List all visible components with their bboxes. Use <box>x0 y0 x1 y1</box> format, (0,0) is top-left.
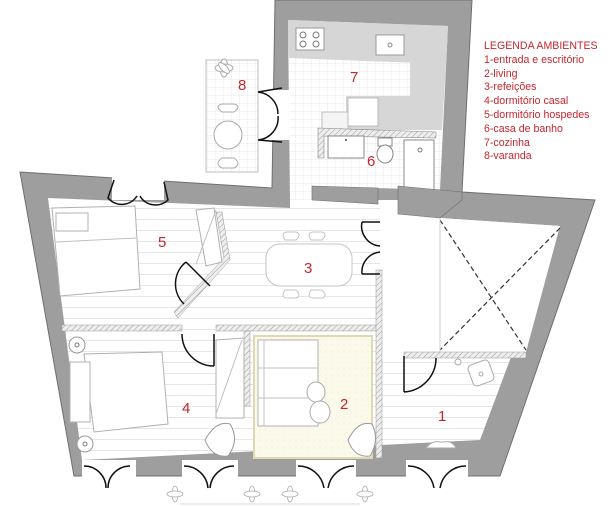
legend: LEGENDA AMBIENTES 1-entrada e escritório… <box>484 40 598 164</box>
legend-item: 7-cozinha <box>484 136 530 149</box>
partitions <box>61 211 527 459</box>
legend-item: 4-dormitório casal <box>484 95 569 108</box>
balcony-table <box>213 103 243 169</box>
inner-wall-chunks <box>311 185 463 219</box>
cushion-icon <box>347 422 376 457</box>
room-number-2: 2 <box>340 396 348 413</box>
room-number-1: 1 <box>438 408 446 425</box>
legend-item: 1-entrada e escritório <box>484 53 585 66</box>
room-number-7: 7 <box>350 69 358 86</box>
bedroom-4-furniture <box>68 336 245 457</box>
bedroom-5-furniture <box>51 205 223 297</box>
room-number-4: 4 <box>182 400 190 417</box>
plant-icon <box>243 485 261 503</box>
shower-icon <box>403 139 435 191</box>
legend-item: 5-dormitório hospedes <box>484 108 590 121</box>
balcony <box>205 58 259 173</box>
plant-icon <box>281 485 299 503</box>
cushion-icon <box>204 422 235 457</box>
plants-bottom <box>166 485 374 505</box>
doors <box>83 87 467 489</box>
room-numbers: 1 2 3 4 5 6 7 8 <box>158 69 446 425</box>
coffee-table-icon <box>306 381 331 424</box>
legend-title: LEGENDA AMBIENTES <box>484 40 598 52</box>
stove-icon <box>295 27 325 51</box>
dining-table <box>265 231 353 299</box>
toilet-icon <box>376 137 394 164</box>
lamp-icon <box>68 336 94 453</box>
room-number-8: 8 <box>238 77 246 94</box>
living-furniture <box>253 335 376 459</box>
legend-item: 6-casa de banho <box>484 122 563 135</box>
legend-item: 8-varanda <box>484 150 532 163</box>
room-number-5: 5 <box>158 234 166 251</box>
kitchen-furniture <box>288 20 448 131</box>
legend-item: 3-refeições <box>484 81 537 94</box>
bathroom-furniture <box>317 127 437 191</box>
entry-furniture <box>424 358 495 449</box>
room-number-3: 3 <box>304 260 312 277</box>
plant-icon <box>356 485 374 503</box>
legend-item: 2-living <box>484 67 518 80</box>
office-chair-icon <box>454 358 495 387</box>
plant-icon <box>166 485 184 503</box>
kitchen-sink-icon <box>375 34 405 56</box>
plant-icon <box>214 58 234 78</box>
storage-void-x <box>439 219 561 351</box>
room-number-6: 6 <box>367 153 375 170</box>
